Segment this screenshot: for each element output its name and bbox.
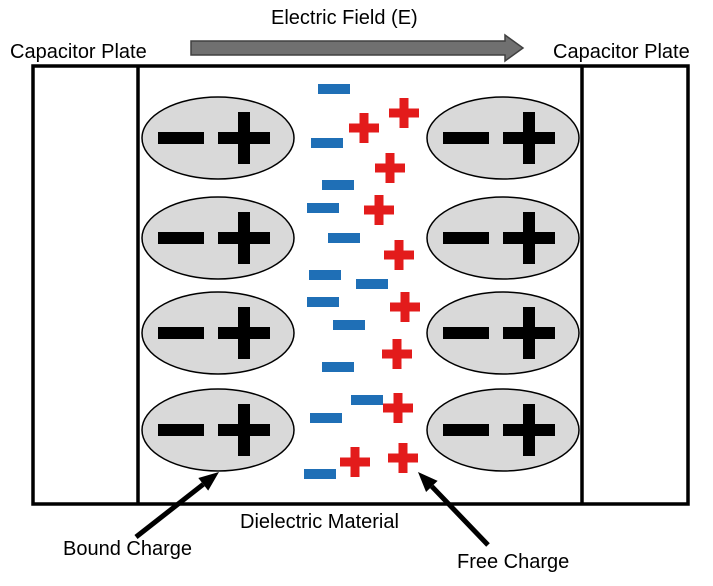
free-positive-icon <box>383 393 413 423</box>
bound-charge-pointer-icon <box>134 472 219 539</box>
bound-dipole <box>141 388 295 472</box>
free-negative-icon <box>310 413 342 423</box>
free-negative-icon <box>322 362 354 372</box>
free-positive-icon <box>340 447 370 477</box>
bound-positive-icon <box>218 404 270 456</box>
free-positive-icon <box>388 443 418 473</box>
bound-positive-icon <box>503 307 555 359</box>
right-capacitor-plate-label: Capacitor Plate <box>553 41 690 63</box>
bound-positive-icon <box>503 112 555 164</box>
free-positive-icon <box>382 339 412 369</box>
capacitor-outline <box>31 64 690 506</box>
free-negative-icon <box>351 395 383 405</box>
bound-positive-icon <box>218 212 270 264</box>
bound-dipole <box>426 96 580 180</box>
bound-negative-icon <box>158 132 204 144</box>
free-positive-icon <box>384 240 414 270</box>
bound-dipole <box>141 291 295 375</box>
pointer-shaft <box>134 482 205 539</box>
bound-dipole <box>426 388 580 472</box>
free-positive-icon <box>390 292 420 322</box>
free-negative-icon <box>304 469 336 479</box>
bound-negative-icon <box>443 232 489 244</box>
bound-positive-icon <box>503 212 555 264</box>
free-positive-icon <box>364 195 394 225</box>
bound-negative-icon <box>158 424 204 436</box>
bound-dipole <box>426 291 580 375</box>
free-negative-icon <box>307 203 339 213</box>
free-negative-icon <box>322 180 354 190</box>
bound-negative-icon <box>443 327 489 339</box>
bound-negative-icon <box>158 232 204 244</box>
pointer-head <box>198 472 219 491</box>
free-charges <box>304 84 420 479</box>
free-negative-icon <box>311 138 343 148</box>
bound-negative-icon <box>443 424 489 436</box>
free-charge-label: Free Charge <box>457 551 570 573</box>
left-capacitor-plate-label: Capacitor Plate <box>10 41 147 63</box>
free-positive-icon <box>389 98 419 128</box>
free-negative-icon <box>318 84 350 94</box>
electric-field-arrow-icon <box>190 33 525 63</box>
free-negative-icon <box>333 320 365 330</box>
free-negative-icon <box>309 270 341 280</box>
free-negative-icon <box>307 297 339 307</box>
bound-dipole <box>141 196 295 280</box>
pointer-head <box>418 472 438 492</box>
bound-charge-label: Bound Charge <box>63 538 192 560</box>
free-negative-icon <box>328 233 360 243</box>
free-positive-icon <box>375 153 405 183</box>
dielectric-material-label: Dielectric Material <box>240 511 399 533</box>
pointer-arrows <box>134 472 490 547</box>
pointer-shaft <box>430 484 490 547</box>
bound-positive-icon <box>503 404 555 456</box>
free-positive-icon <box>349 113 379 143</box>
bound-negative-icon <box>158 327 204 339</box>
bound-negative-icon <box>443 132 489 144</box>
bound-positive-icon <box>218 307 270 359</box>
bound-positive-icon <box>218 112 270 164</box>
electric-field-label: Electric Field (E) <box>271 7 418 29</box>
free-negative-icon <box>356 279 388 289</box>
bound-dipole <box>141 96 295 180</box>
bound-dipole <box>426 196 580 280</box>
free-charge-pointer-icon <box>418 472 490 547</box>
bound-dipoles <box>141 96 580 472</box>
